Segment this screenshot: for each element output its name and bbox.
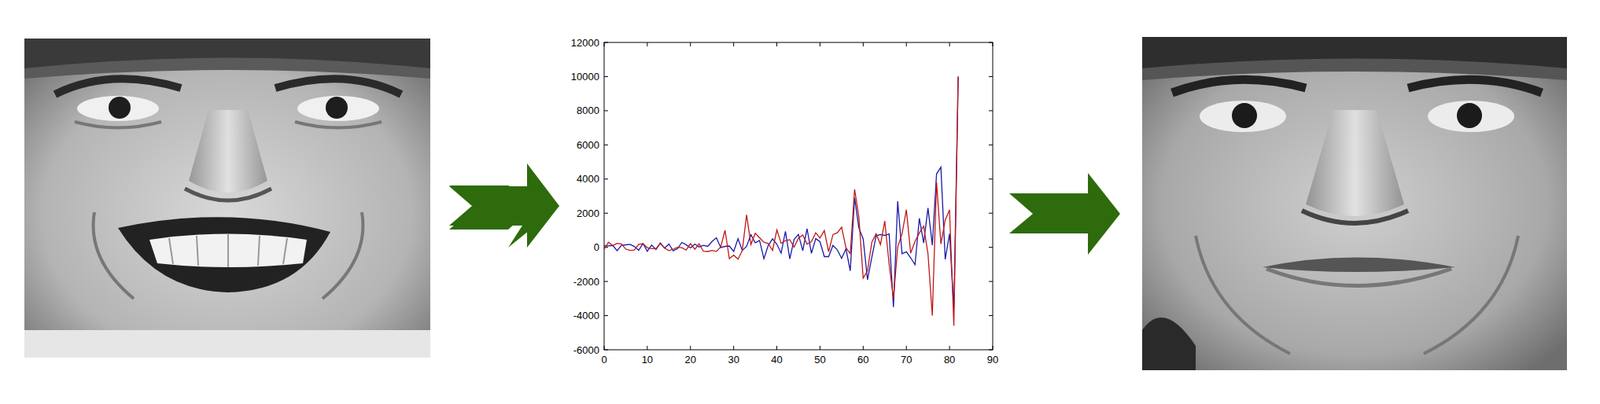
tick-label: 4000 [576,173,600,185]
red-series [604,76,959,326]
tick-label: -2000 [573,276,600,288]
tick-label: -4000 [573,310,600,321]
tick-label: 2000 [576,208,600,219]
tick-label: 80 [943,354,955,365]
axis-ticks [604,42,993,351]
plot-frame [604,42,993,351]
tick-label: 50 [814,354,826,365]
tick-label: 0 [600,354,607,365]
tick-label: 8000 [576,105,600,116]
tick-label: 20 [685,354,697,365]
tick-label: 40 [770,354,782,365]
tick-label: 12000 [571,37,600,48]
blue-series [604,76,959,310]
tick-label: -6000 [573,345,600,356]
tick-label: 10000 [571,71,600,82]
tick-label: 10 [641,354,653,365]
face-photo-smiling [24,38,431,358]
tick-label: 30 [727,354,739,365]
tick-label: 6000 [576,140,600,151]
tick-label: 90 [987,354,999,365]
flow-arrow [1009,173,1121,255]
flow-arrow [449,163,560,248]
tick-label: 60 [857,354,869,365]
tick-label: 0 [593,242,600,253]
tick-label: 70 [900,354,912,365]
face-photo-neutral [1142,36,1567,371]
